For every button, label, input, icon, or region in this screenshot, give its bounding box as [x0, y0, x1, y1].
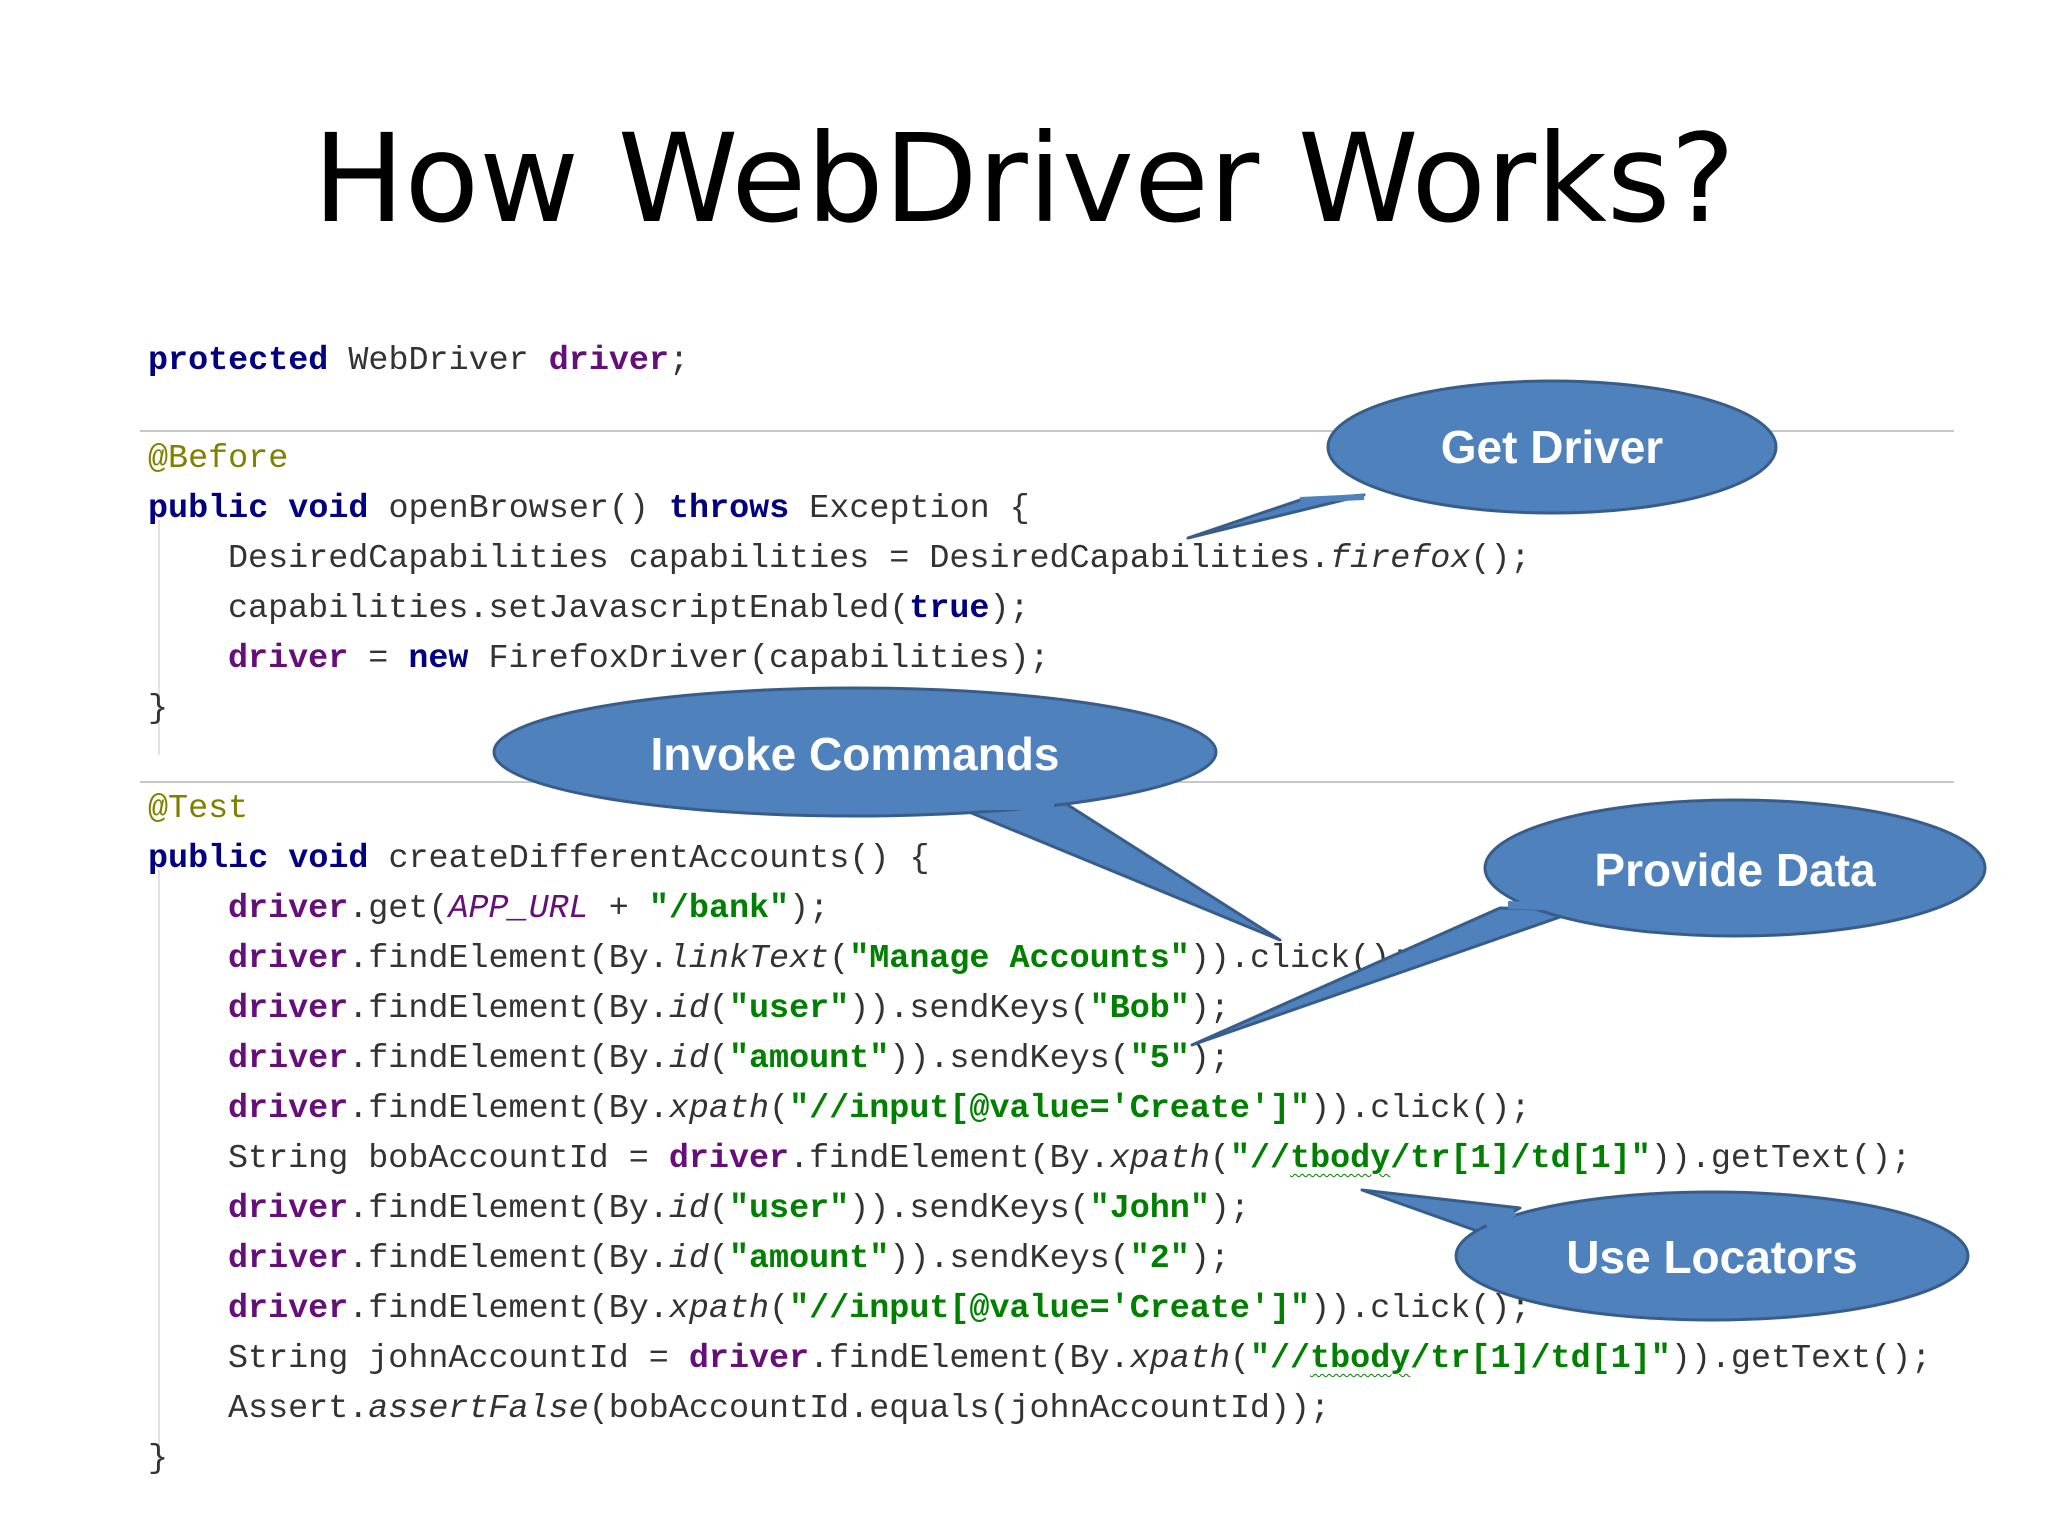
callout-provide-data: Provide Data	[1190, 798, 1987, 1047]
callout-invoke-commands-label: Invoke Commands	[651, 728, 1060, 780]
callout-use-locators-label: Use Locators	[1566, 1231, 1857, 1283]
code-line-closing-brace: }	[148, 1440, 169, 1478]
code-line-closing-brace: }	[148, 690, 169, 728]
code-line-click-create: driver.findElement(By.xpath("//input[@va…	[228, 1290, 1531, 1328]
slide-title: How WebDriver Works?	[312, 108, 1736, 250]
code-line-open-browser-signature: public void openBrowser() throws Excepti…	[148, 490, 1030, 528]
code-line-test-annotation: @Test	[148, 790, 249, 828]
code-line-field-declaration: protected WebDriver driver;	[148, 342, 690, 380]
callout-invoke-commands: Invoke Commands	[492, 686, 1282, 942]
code-line-javascript-enabled: capabilities.setJavascriptEnabled(true);	[228, 590, 1030, 628]
code-line-bob-account-id: String bobAccountId = driver.findElement…	[228, 1140, 1912, 1178]
code-line-send-user-bob: driver.findElement(By.id("user")).sendKe…	[228, 990, 1230, 1028]
code-line-send-amount-two: driver.findElement(By.id("amount")).send…	[228, 1240, 1230, 1278]
code-line-before-annotation: @Before	[148, 440, 289, 478]
indent-guide	[158, 870, 160, 1460]
code-line-john-account-id: String johnAccountId = driver.findElemen…	[228, 1340, 1932, 1378]
callout-get-driver-label: Get Driver	[1441, 421, 1664, 473]
callout-provide-data-label: Provide Data	[1594, 844, 1876, 896]
code-line-capabilities: DesiredCapabilities capabilities = Desir…	[228, 540, 1531, 578]
code-line-click-create: driver.findElement(By.xpath("//input[@va…	[228, 1090, 1531, 1128]
callout-use-locators: Use Locators	[1360, 1188, 1970, 1322]
code-line-assert-false: Assert.assertFalse(bobAccountId.equals(j…	[228, 1390, 1331, 1428]
indent-guide	[158, 520, 160, 755]
code-line-send-amount-five: driver.findElement(By.id("amount")).send…	[228, 1040, 1230, 1078]
code-panel: protected WebDriver driver; @Before publ…	[140, 330, 1960, 1480]
code-line-driver-get: driver.get(APP_URL + "/bank");	[228, 890, 830, 928]
code-line-new-driver: driver = new FirefoxDriver(capabilities)…	[228, 640, 1050, 678]
divider	[140, 430, 1954, 432]
code-line-create-accounts-signature: public void createDifferentAccounts() {	[148, 840, 930, 878]
callout-get-driver: Get Driver	[1186, 379, 1778, 540]
code-line-send-user-john: driver.findElement(By.id("user")).sendKe…	[228, 1190, 1250, 1228]
